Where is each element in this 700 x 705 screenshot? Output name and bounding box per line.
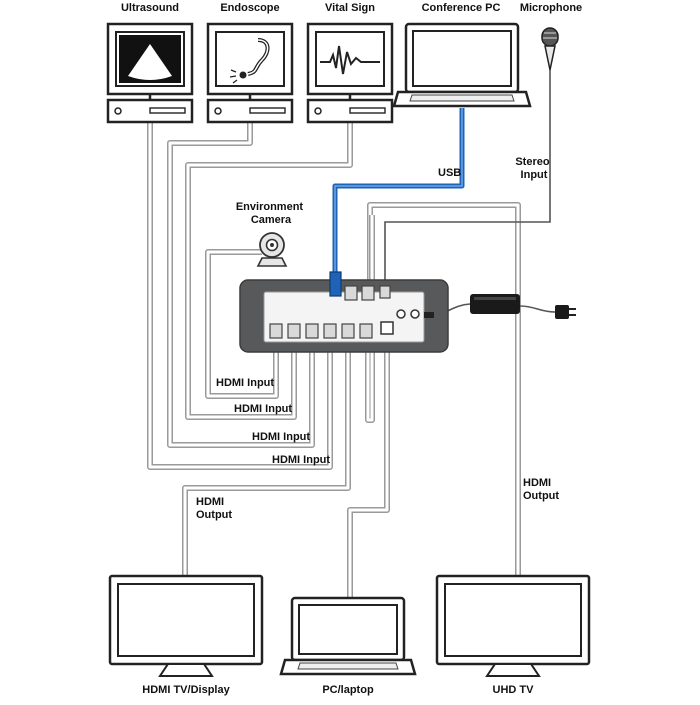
label-uhd-tv: UHD TV (493, 684, 535, 696)
power-plug-icon (555, 305, 576, 319)
label-hdmi-tv: HDMI TV/Display (142, 684, 230, 696)
microphone-icon (541, 27, 559, 71)
usb-port (329, 271, 342, 297)
label-pc-laptop: PC/laptop (322, 684, 374, 696)
pc-laptop (279, 596, 417, 676)
label-conference-pc: Conference PC (422, 2, 501, 14)
uhd-tv (435, 574, 591, 677)
power-adapter-icon (470, 294, 520, 314)
cable-endoscope (167, 122, 315, 448)
label-endoscope: Endoscope (220, 2, 279, 14)
label-hdmi-output-right: HDMI Output (523, 477, 559, 502)
lan-port (380, 321, 394, 335)
endoscope-monitor (206, 22, 294, 124)
label-hdmi-input-3: HDMI Input (252, 431, 310, 443)
hdmi-input-ports (269, 323, 373, 339)
label-hdmi-input-2: HDMI Input (234, 403, 292, 415)
hdmi-tv-display (108, 574, 264, 677)
conference-pc-laptop (392, 22, 532, 108)
cable-camera (205, 249, 279, 399)
label-microphone: Microphone (520, 2, 582, 14)
label-usb: USB (438, 167, 461, 179)
label-camera: Environment Camera (236, 201, 306, 226)
label-hdmi-input-4: HDMI Input (272, 454, 330, 466)
labels: Ultrasound Endoscope Vital Sign Conferen… (121, 2, 582, 696)
endoscope-icon (229, 38, 270, 84)
label-hdmi-input-1: HDMI Input (216, 377, 274, 389)
cable-hdmi-output-left (182, 342, 351, 576)
camera-icon (256, 232, 288, 267)
cable-vital-sign (185, 122, 353, 420)
ultrasound-fan-icon (128, 44, 172, 80)
vital-sign-monitor (306, 22, 394, 124)
cable-usb (332, 108, 465, 272)
ultrasound-monitor (106, 22, 194, 124)
cable-stereo (384, 70, 551, 290)
cable-hdmi-output-right (367, 202, 521, 576)
label-hdmi-output-left: HDMI Output (196, 496, 232, 521)
label-stereo-input: Stereo Input (515, 156, 552, 181)
label-vital-sign: Vital Sign (325, 2, 375, 14)
av-switcher-unit (239, 271, 449, 353)
cable-lan (347, 342, 390, 598)
heartbeat-icon (320, 45, 380, 75)
cable-ultrasound (147, 122, 333, 470)
label-ultrasound: Ultrasound (121, 2, 179, 14)
